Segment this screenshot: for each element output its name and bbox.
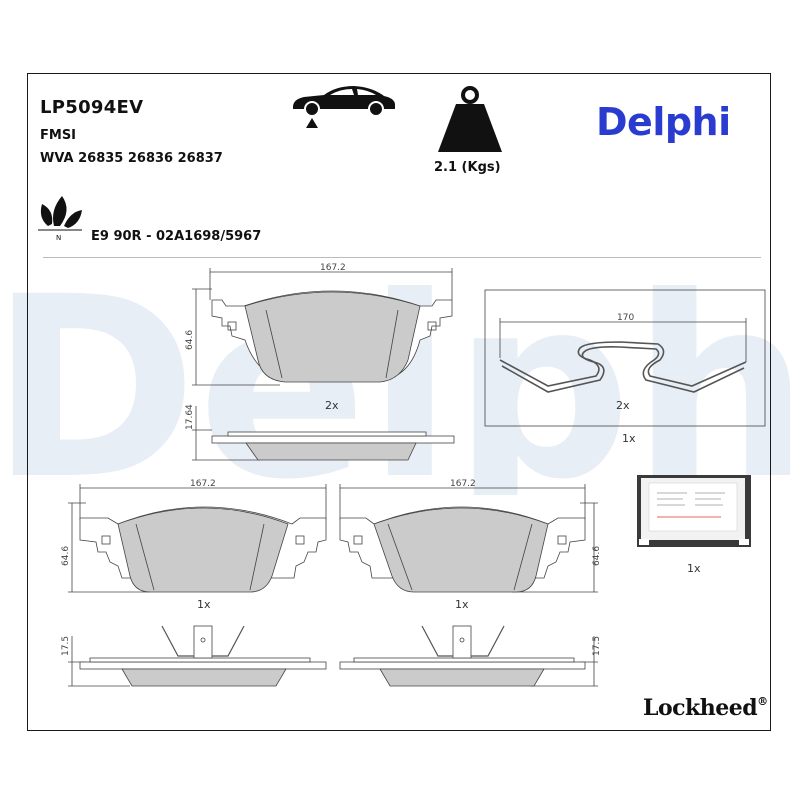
svg-text:N: N: [56, 234, 61, 242]
eco-leaves-icon: N: [38, 196, 82, 242]
grease-sachet-image: [637, 475, 751, 547]
top-pad-qty: 2x: [325, 399, 339, 412]
spring-qty: 2x: [616, 399, 630, 412]
car-axle-icon: [293, 86, 395, 128]
left-pad-height-dim: 64.6: [61, 546, 71, 566]
left-pad-thickness-dim: 17.5: [61, 636, 71, 656]
top-pad-height-dim: 64.6: [185, 330, 195, 350]
header-separator: [43, 257, 761, 258]
right-pad-height-dim: 64.6: [592, 546, 602, 566]
right-pad-side-view: [339, 625, 598, 687]
right-pad-qty: 1x: [455, 598, 469, 611]
lockheed-text: Lockheed: [643, 695, 758, 721]
right-pad-front-view: [339, 484, 598, 593]
spring-width-dim: 170: [617, 313, 634, 323]
part-number: LP5094EV: [40, 97, 144, 118]
right-pad-thickness-dim: 17.5: [592, 636, 602, 656]
fmsi-label: FMSI: [40, 128, 77, 143]
top-pad-thickness-dim: 17.64: [185, 404, 195, 430]
registered-mark: ®: [757, 695, 768, 708]
drawing-frame: [27, 73, 771, 731]
left-pad-front-view: [68, 484, 327, 593]
top-pad-front-view: [192, 268, 453, 386]
weight-value: 2.1 (Kgs): [434, 160, 501, 175]
right-pad-width-dim: 167.2: [450, 479, 476, 489]
grease-sachet-qty: 1x: [687, 562, 701, 575]
spring-group-qty: 1x: [622, 432, 636, 445]
wva-numbers: WVA 26835 26836 26837: [40, 151, 223, 166]
left-pad-qty: 1x: [197, 598, 211, 611]
lockheed-logo: Lockheed®: [643, 695, 768, 721]
left-pad-width-dim: 167.2: [190, 479, 216, 489]
left-pad-side-view: [68, 625, 327, 687]
top-pad-width-dim: 167.2: [320, 263, 346, 273]
delphi-logo: Delphi: [596, 100, 731, 144]
weight-icon: [438, 86, 502, 152]
top-pad-side-view: [192, 406, 455, 461]
certification-number: E9 90R - 02A1698/5967: [91, 229, 262, 244]
spring-detail: [484, 289, 766, 427]
